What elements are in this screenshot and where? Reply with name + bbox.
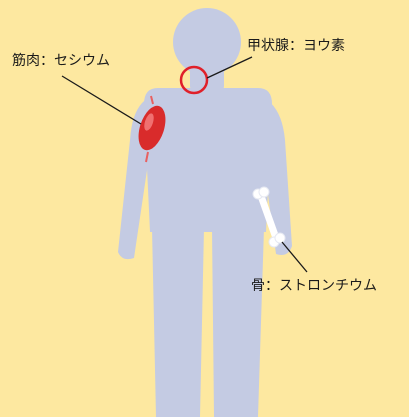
figure-leg-right	[212, 228, 264, 417]
figure-leg-left	[152, 228, 204, 417]
muscle-label: 筋肉：セシウム	[12, 54, 110, 68]
thyroid-label: 甲状腺：ヨウ素	[247, 39, 345, 53]
figure-torso	[144, 88, 272, 232]
muscle-leader-line	[62, 76, 141, 124]
bone-leader-line	[282, 242, 307, 272]
bone-label: 骨：ストロンチウム	[251, 279, 377, 293]
figure-head	[173, 8, 241, 76]
